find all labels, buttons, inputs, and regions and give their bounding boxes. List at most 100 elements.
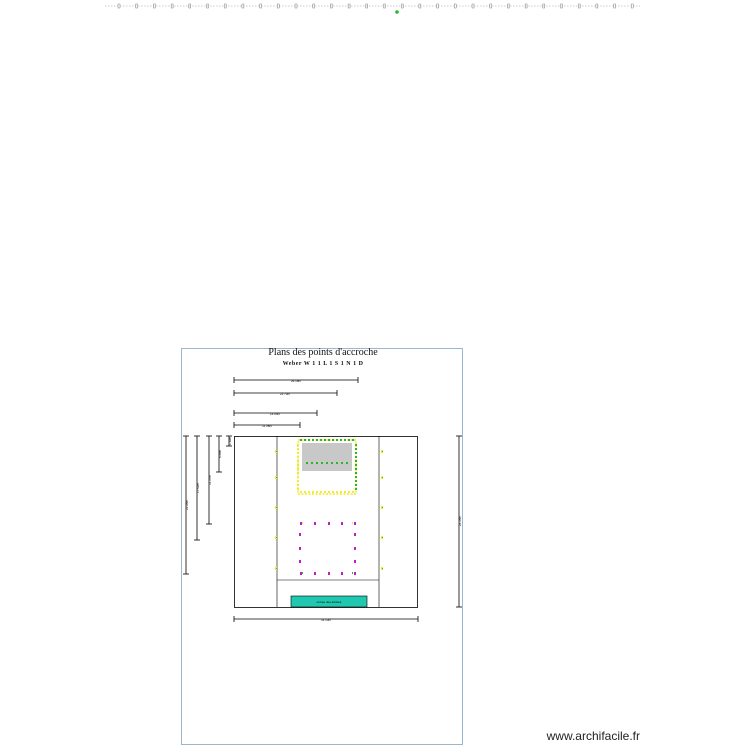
ruler-tick <box>613 3 616 9</box>
svg-text:31.13m: 31.13m <box>321 618 332 622</box>
ruler-tick <box>117 3 121 9</box>
ruler-tick <box>383 3 386 9</box>
rigging-point <box>320 439 322 441</box>
ruler-tick <box>507 3 510 9</box>
rigging-point <box>297 456 299 458</box>
rigging-point <box>354 547 356 550</box>
rigging-point <box>328 439 330 441</box>
rigging-point <box>297 484 299 486</box>
rigging-point <box>355 468 357 470</box>
ruler-tick <box>436 3 439 9</box>
ruler-tick <box>312 3 315 9</box>
rigging-point <box>352 439 354 441</box>
rigging-point <box>276 451 277 452</box>
rigging-point <box>297 448 299 450</box>
svg-text:1.49m: 1.49m <box>228 436 232 445</box>
svg-text:26.18m: 26.18m <box>291 379 302 383</box>
rigging-point <box>344 491 346 493</box>
rigging-point <box>382 568 383 569</box>
ruler-tick <box>631 3 634 9</box>
rigging-point <box>276 477 277 478</box>
rigging-point <box>332 439 334 441</box>
rigging-point <box>382 477 383 478</box>
dimension-v1: 23.95m <box>183 435 189 575</box>
plan-title: Plans des points d'accroche <box>268 347 378 358</box>
ruler-tick <box>578 3 581 9</box>
rigging-point <box>352 522 353 524</box>
rigging-point <box>306 462 308 464</box>
rigging-point <box>326 462 328 464</box>
rigging-point <box>354 560 356 563</box>
dimension-h2: 21.73m <box>233 390 338 396</box>
ruler-tick <box>454 3 457 9</box>
svg-text:23.95m: 23.95m <box>185 500 189 511</box>
rigging-point <box>340 439 342 441</box>
dimension-v5: 1.49m <box>226 435 232 447</box>
svg-text:11.38m: 11.38m <box>262 424 272 428</box>
rigging-point <box>297 480 299 482</box>
rigging-point <box>328 572 330 575</box>
rigging-point <box>300 491 302 493</box>
rigging-point <box>304 491 306 493</box>
rigging-point <box>354 533 356 536</box>
rigging-point <box>297 460 299 462</box>
ruler-tick <box>560 3 563 9</box>
rigging-point <box>308 439 310 441</box>
rigging-point <box>299 533 301 536</box>
rigging-point <box>341 572 343 575</box>
dimension-v3: 11.37m <box>206 435 212 525</box>
rigging-point <box>312 491 314 493</box>
rigging-point <box>355 476 357 478</box>
dimension-right: 24.35m <box>456 435 462 608</box>
rigging-point <box>316 439 318 441</box>
ruler-tick <box>170 3 174 9</box>
origin-marker-icon <box>395 10 399 14</box>
rigging-point <box>355 452 357 454</box>
ruler-tick <box>471 3 475 9</box>
ruler-tick <box>135 3 138 9</box>
rigging-point <box>314 522 316 525</box>
ruler-tick <box>330 3 333 9</box>
rigging-point <box>355 488 357 490</box>
svg-text:5.68m: 5.68m <box>218 449 222 458</box>
ruler-tick <box>153 3 156 9</box>
rigging-point <box>300 439 302 441</box>
rigging-point <box>320 491 322 493</box>
rigging-point <box>316 462 318 464</box>
svg-text:14.04m: 14.04m <box>270 412 281 416</box>
rigging-point <box>328 491 330 493</box>
rigging-point <box>297 444 299 446</box>
svg-text:24.35m: 24.35m <box>458 516 462 527</box>
stage-bar <box>290 595 368 608</box>
svg-text:11.37m: 11.37m <box>208 475 212 485</box>
rigging-point <box>312 439 314 441</box>
ruler-tick <box>489 3 492 9</box>
svg-text:entree des artistes: entree des artistes <box>317 600 342 604</box>
rigging-point <box>276 507 277 508</box>
rigging-point <box>276 537 277 538</box>
rigging-point <box>355 464 357 466</box>
rigging-point <box>382 537 383 538</box>
top-ruler <box>105 3 640 9</box>
ruler-tick <box>277 3 280 9</box>
rigging-point <box>348 491 350 493</box>
rigging-point <box>355 472 357 474</box>
rigging-point <box>341 462 343 464</box>
page-frame <box>181 348 463 745</box>
rigging-point <box>352 491 354 493</box>
dimension-v4: 5.68m <box>216 435 222 473</box>
rigging-point <box>382 507 383 508</box>
rigging-point <box>297 452 299 454</box>
rigging-point <box>328 522 330 525</box>
rigging-point <box>336 439 338 441</box>
rigging-point <box>300 572 302 575</box>
rigging-point <box>324 439 326 441</box>
rigging-point <box>355 484 357 486</box>
rigging-point <box>300 522 302 525</box>
grey-zone <box>302 443 352 471</box>
plan-subtitle: Weber W 1 1 L 1 S 1 N 1 D <box>282 361 364 367</box>
dimension-v2: 17.52m <box>194 435 200 541</box>
rigging-point <box>302 572 303 574</box>
